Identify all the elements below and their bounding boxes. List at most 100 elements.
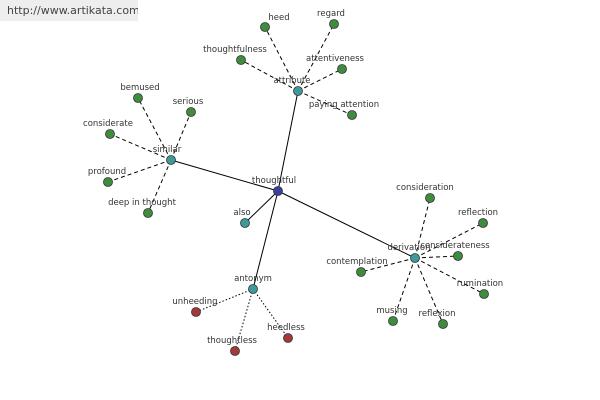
word-node-heedless-dot[interactable]: [283, 333, 293, 343]
word-node-attentiveness-dot[interactable]: [337, 64, 347, 74]
edge-attribute-thoughtfulness: [240, 59, 299, 92]
word-node-rumination[interactable]: rumination: [457, 279, 503, 299]
word-node-thoughtless-dot[interactable]: [230, 346, 240, 356]
word-node-paying-attention-dot[interactable]: [347, 110, 357, 120]
word-node-serious[interactable]: serious: [173, 97, 204, 117]
root-node-thoughtful-dot[interactable]: [273, 186, 283, 196]
word-node-musing-label[interactable]: musing: [376, 306, 407, 316]
relation-node-similar[interactable]: similar: [153, 145, 182, 165]
word-node-unheeding-label[interactable]: unheeding: [172, 297, 217, 307]
word-node-contemplation-label[interactable]: contemplation: [326, 257, 387, 267]
word-node-considerate-label[interactable]: considerate: [83, 119, 133, 129]
edge-attribute-heed: [264, 26, 299, 92]
word-node-unheeding[interactable]: unheeding: [172, 297, 218, 317]
word-node-reflexion-label[interactable]: reflexion: [419, 309, 456, 319]
edge-similar-deep-in-thought: [147, 159, 172, 214]
word-node-bemused-dot[interactable]: [133, 93, 143, 103]
edge-attribute-paying-attention: [297, 90, 353, 116]
relation-node-similar-dot[interactable]: [166, 155, 176, 165]
graph-nodes: attribute similar also antonym derivation hee…: [83, 9, 503, 356]
relation-node-similar-label[interactable]: similar: [153, 145, 182, 155]
word-node-rumination-label[interactable]: rumination: [457, 279, 503, 289]
word-node-profound-dot[interactable]: [103, 177, 113, 187]
word-node-paying-attention[interactable]: paying attention: [309, 100, 379, 120]
edge-derivation-considerateness: [414, 255, 459, 259]
word-node-thoughtless[interactable]: thoughtless: [207, 336, 258, 356]
word-node-consideration-label[interactable]: consideration: [396, 183, 454, 193]
word-node-reflection[interactable]: reflection: [458, 208, 498, 228]
word-node-deep-in-thought[interactable]: deep in thought: [108, 198, 177, 218]
word-node-considerateness[interactable]: considerateness: [420, 241, 490, 261]
word-node-thoughtfulness[interactable]: thoughtfulness: [203, 45, 267, 65]
edge-thoughtful-derivation: [277, 190, 416, 259]
relation-node-also-dot[interactable]: [240, 218, 250, 228]
word-node-regard[interactable]: regard: [317, 9, 345, 29]
word-node-thoughtless-label[interactable]: thoughtless: [207, 336, 257, 346]
word-node-paying-attention-label[interactable]: paying attention: [309, 100, 379, 110]
word-node-serious-label[interactable]: serious: [173, 97, 204, 107]
word-node-regard-label[interactable]: regard: [317, 9, 345, 19]
relation-node-derivation-label[interactable]: derivation: [387, 243, 430, 253]
word-node-profound[interactable]: profound: [88, 167, 126, 187]
word-node-contemplation-dot[interactable]: [356, 267, 366, 277]
word-node-deep-in-thought-label[interactable]: deep in thought: [108, 198, 176, 208]
word-node-thoughtfulness-label[interactable]: thoughtfulness: [203, 45, 267, 55]
word-node-consideration-dot[interactable]: [425, 193, 435, 203]
relation-node-attribute[interactable]: attribute: [273, 76, 311, 96]
word-node-heedless[interactable]: heedless: [267, 323, 305, 343]
edge-derivation-rumination: [414, 257, 485, 295]
edge-similar-serious: [170, 111, 192, 161]
relation-node-antonym-dot[interactable]: [248, 284, 258, 294]
word-node-consideration[interactable]: consideration: [396, 183, 454, 203]
word-node-reflection-dot[interactable]: [478, 218, 488, 228]
word-node-considerateness-label[interactable]: considerateness: [420, 241, 490, 251]
word-node-reflexion[interactable]: reflexion: [419, 309, 456, 329]
word-node-regard-dot[interactable]: [329, 19, 339, 29]
relation-node-derivation[interactable]: derivation: [387, 243, 431, 263]
word-node-attentiveness[interactable]: attentiveness: [306, 54, 365, 74]
word-node-bemused[interactable]: bemused: [120, 83, 160, 103]
root-node-thoughtful-label[interactable]: thoughtful: [252, 176, 296, 186]
word-node-contemplation[interactable]: contemplation: [326, 257, 388, 277]
relation-node-attribute-label[interactable]: attribute: [273, 76, 310, 86]
word-node-serious-dot[interactable]: [186, 107, 196, 117]
relation-node-antonym-label[interactable]: antonym: [234, 274, 272, 284]
word-node-musing[interactable]: musing: [376, 306, 408, 326]
edge-attribute-attentiveness: [297, 68, 343, 92]
word-node-bemused-label[interactable]: bemused: [120, 83, 159, 93]
word-node-heed[interactable]: heed: [260, 13, 290, 32]
edge-antonym-thoughtless: [234, 288, 254, 352]
word-node-thoughtfulness-dot[interactable]: [236, 55, 246, 65]
word-node-rumination-dot[interactable]: [479, 289, 489, 299]
relation-node-also-label[interactable]: also: [233, 208, 250, 218]
word-node-considerateness-dot[interactable]: [453, 251, 463, 261]
relation-node-antonym[interactable]: antonym: [234, 274, 272, 294]
edge-derivation-consideration: [414, 197, 431, 259]
word-node-attentiveness-label[interactable]: attentiveness: [306, 54, 364, 64]
graph-edges: [107, 23, 485, 352]
edge-derivation-reflexion: [414, 257, 444, 325]
word-node-deep-in-thought-dot[interactable]: [143, 208, 153, 218]
edge-derivation-reflection: [414, 222, 484, 259]
relation-node-derivation-dot[interactable]: [410, 253, 420, 263]
edge-thoughtful-similar: [170, 159, 279, 192]
word-node-considerate-dot[interactable]: [105, 129, 115, 139]
edge-thoughtful-antonym: [252, 190, 279, 290]
word-node-heedless-label[interactable]: heedless: [267, 323, 305, 333]
word-node-reflexion-dot[interactable]: [438, 319, 448, 329]
root-node-thoughtful[interactable]: thoughtful: [252, 176, 296, 196]
relation-node-also[interactable]: also: [233, 208, 251, 228]
site-url-label[interactable]: http://www.artikata.com: [0, 0, 138, 21]
word-node-reflection-label[interactable]: reflection: [458, 208, 498, 218]
edge-derivation-contemplation: [360, 257, 416, 273]
word-node-considerate[interactable]: considerate: [83, 119, 133, 139]
word-node-unheeding-dot[interactable]: [191, 307, 201, 317]
word-node-profound-label[interactable]: profound: [88, 167, 126, 177]
word-node-heed-label[interactable]: heed: [268, 13, 289, 23]
relation-node-attribute-dot[interactable]: [293, 86, 303, 96]
edge-thoughtful-attribute: [277, 90, 299, 192]
word-node-heed-dot[interactable]: [260, 22, 270, 32]
word-node-musing-dot[interactable]: [388, 316, 398, 326]
